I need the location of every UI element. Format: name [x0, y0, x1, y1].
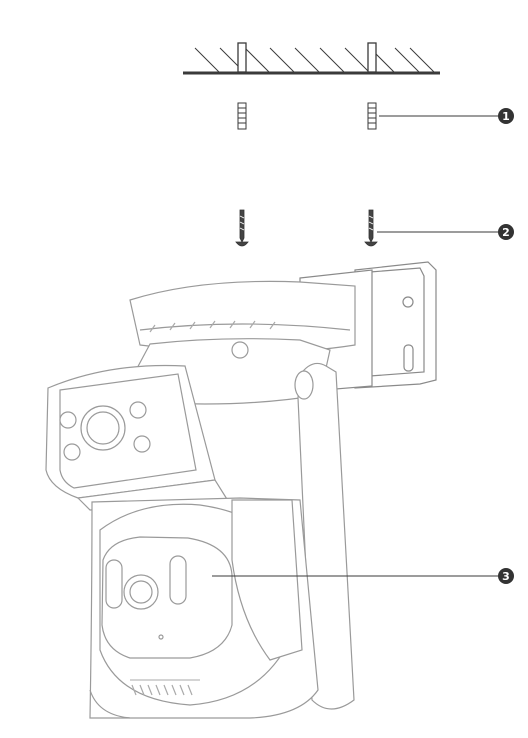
drilled-hole-right — [367, 42, 377, 73]
callout-badge-2: 2 — [498, 224, 514, 240]
wall-anchor-left — [237, 102, 247, 130]
callout-label-1: 1 — [502, 110, 510, 123]
screw-right — [364, 209, 378, 247]
callout-lines — [212, 115, 498, 577]
callout-label-3: 3 — [502, 570, 510, 583]
callout-badge-3: 3 — [498, 568, 514, 584]
wall-anchor-right — [367, 102, 377, 130]
callout-label-2: 2 — [502, 226, 510, 239]
callout-badge-1: 1 — [498, 108, 514, 124]
upper-camera — [45, 364, 232, 511]
screw-left — [235, 209, 249, 247]
surface-hatching — [194, 47, 436, 74]
mounting-surface — [183, 42, 440, 75]
drilled-hole-left — [237, 42, 247, 73]
lower-camera-body — [89, 497, 319, 719]
